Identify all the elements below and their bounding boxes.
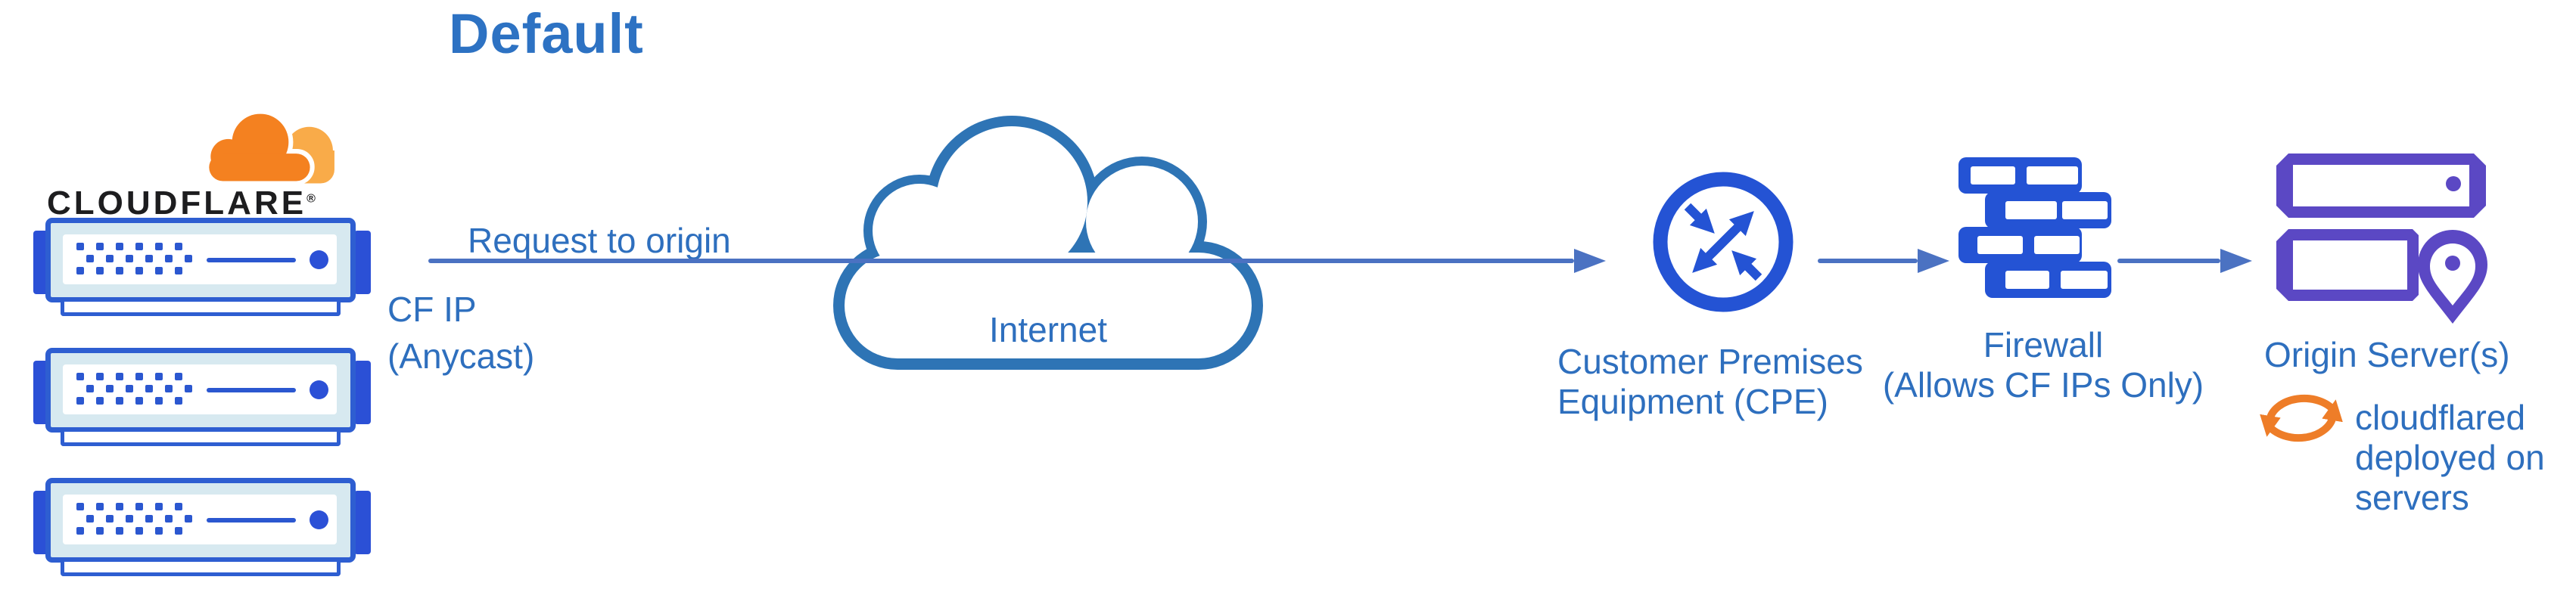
cf-ip-anycast-label: CF IP (Anycast) <box>387 286 534 380</box>
cpe-label-line1: Customer Premises <box>1557 342 1863 381</box>
cf-ip-line: CF IP <box>387 290 477 329</box>
status-line <box>207 518 296 523</box>
cloudflare-wordmark: CLOUDFLARE® <box>47 185 316 222</box>
server-body <box>45 218 356 302</box>
flow-line-firewall-origin <box>2117 259 2220 263</box>
flow-line-request <box>428 259 1574 263</box>
origin-servers-icon <box>2276 154 2487 324</box>
power-knob-icon <box>310 510 328 529</box>
server-tray <box>61 302 341 316</box>
rack-ear-right <box>354 361 371 424</box>
dot-matrix-icon <box>76 373 192 405</box>
page-title: Default <box>449 2 644 65</box>
cpe-router-icon <box>1653 172 1794 312</box>
server-faceplate <box>63 234 337 284</box>
cpe-label: Customer Premises Equipment (CPE) <box>1557 342 1863 422</box>
rack-ear-right <box>354 231 371 294</box>
arrowhead-to-origin-icon <box>2220 249 2252 273</box>
registered-trademark: ® <box>306 192 316 206</box>
sync-arrows-icon <box>2260 394 2343 442</box>
cloudflared-note: cloudflared deployed on servers <box>2355 398 2545 518</box>
cloudflare-logo-cloud-icon <box>204 109 334 185</box>
cloudflare-server-icon <box>32 478 372 578</box>
server-body <box>45 478 356 563</box>
internet-label: Internet <box>989 310 1107 349</box>
rack-led-dot <box>2446 176 2461 191</box>
status-line <box>207 258 296 262</box>
cloudflared-note-line3: servers <box>2355 478 2469 517</box>
firewall-label-line1: Firewall <box>1983 325 2104 364</box>
cloudflare-wordmark-text: CLOUDFLARE <box>47 185 307 222</box>
request-to-origin-label: Request to origin <box>468 221 731 260</box>
cpe-label-line2: Equipment (CPE) <box>1557 382 1828 421</box>
flow-line-cpe-firewall <box>1818 259 1918 263</box>
power-knob-icon <box>310 250 328 269</box>
server-body <box>45 348 356 433</box>
cloudflare-server-icon <box>32 348 372 448</box>
dot-matrix-icon <box>76 503 192 535</box>
power-knob-icon <box>310 380 328 399</box>
firewall-brick-icon <box>1958 157 2111 298</box>
internet-cloud-icon <box>833 116 1263 370</box>
cloudflare-server-icon <box>32 218 372 318</box>
status-line <box>207 388 296 392</box>
origin-label: Origin Server(s) <box>2264 335 2510 374</box>
cloudflared-note-line2: deployed on <box>2355 438 2545 477</box>
server-faceplate <box>63 364 337 414</box>
server-tray <box>61 562 341 576</box>
dot-matrix-icon <box>76 243 192 274</box>
rack-ear-right <box>354 491 371 554</box>
firewall-label: Firewall (Allows CF IPs Only) <box>1869 325 2217 405</box>
cloudflared-note-line1: cloudflared <box>2355 398 2526 437</box>
arrowhead-to-firewall-icon <box>1918 249 1949 273</box>
server-tray <box>61 432 341 446</box>
firewall-label-line2: (Allows CF IPs Only) <box>1882 365 2204 405</box>
server-faceplate <box>63 495 337 544</box>
arrowhead-to-cpe-icon <box>1574 249 1606 273</box>
anycast-line: (Anycast) <box>387 336 535 376</box>
